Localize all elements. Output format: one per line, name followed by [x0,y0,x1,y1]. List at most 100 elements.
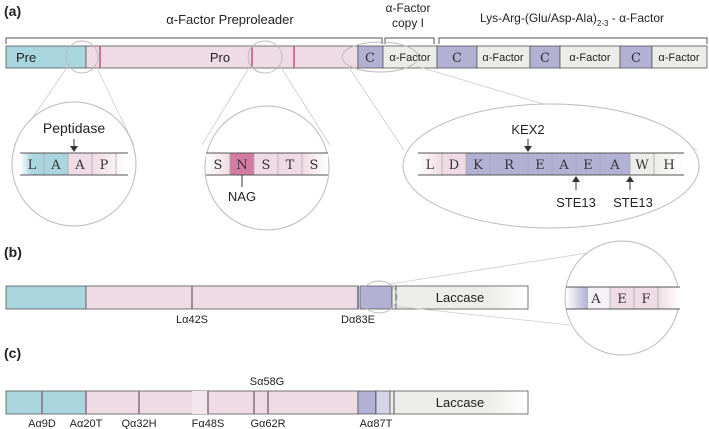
mutation-label-top-c: Sα58G [250,376,285,388]
mutation-label-c: Aα87T [360,418,393,429]
zoom-source-peptidase [65,40,99,74]
peptidase-arrowhead [70,146,78,152]
residue-box [528,153,552,175]
nag-label: NAG [228,189,256,204]
kex2-arrowhead [524,146,532,152]
residue-letter: L [28,158,37,173]
mutation-label-b: Lα42S [176,314,208,326]
construct-bar-c: Laccase [5,390,529,415]
residue-letter: W [635,158,649,173]
panel-label-a: (a) [4,3,21,19]
residue-letter: P [100,158,109,173]
residue-letter: E [617,292,627,307]
residue-letter: T [286,158,295,173]
ste13-arrowhead-1 [572,176,580,182]
residue-box [68,153,92,175]
af-label-1: α-Factor [389,52,431,64]
zoom-source-b [360,280,398,314]
residue-letter: D [449,158,459,173]
residue-box [442,153,466,175]
residue-box [552,153,576,175]
residue-box [466,153,490,175]
c-label-4: C [631,51,641,66]
residue-box [302,153,328,175]
mutation-label-c: Fα48S [192,418,225,429]
header-copy-line1: α-Factor [386,1,431,15]
residue-box [566,287,588,309]
c-label-2: C [452,51,462,66]
af-label-2: α-Factor [482,52,524,64]
residue-letter: S [310,158,319,173]
zoom-glycosylation: S N S T S NAG [204,105,330,231]
residue-letter: L [426,158,435,173]
mutation-label-c: Aα9D [28,418,56,429]
bracket-repeat [438,37,708,44]
kex2-label: KEX2 [511,122,544,137]
residue-letter: A [590,292,601,307]
laccase-segment-c [389,390,529,415]
pro-segment-c [85,390,359,415]
residue-box [588,287,610,309]
mutation-highlight-c [192,391,208,414]
bracket-preproleader [5,37,383,44]
pre-label: Pre [16,50,36,65]
residue-box [658,287,680,309]
zoom-connectors-b [389,250,601,326]
residue-box [600,153,630,175]
header-copy-line2: copy I [392,16,424,30]
residue-letter: E [583,158,593,173]
residue-letter: A [558,158,569,173]
mutation-label-b: Dα83E [341,314,375,326]
residue-box [654,153,684,175]
header-repeat: Lys-Arg-(Glu/Asp-Ala)2-3 - α-Factor [480,11,664,28]
zoom-kex2: KEX2 L D K R E A E A [402,103,700,229]
residue-letter: N [236,158,247,173]
c-label-1: C [365,51,375,66]
laccase-segment-b [391,285,529,310]
residue-letter: A [609,158,620,173]
residue-box [634,287,658,309]
c-segment-c [357,390,377,415]
zoom-source-kex [341,41,419,73]
residue-letter: R [504,158,515,173]
panel-label-b: (b) [4,244,22,260]
residue-box [278,153,302,175]
residue-box-nag [230,153,254,175]
alpha-preproleader-bar: Pre Pro C α-Factor C α-Factor C α-Factor… [5,45,708,69]
residue-box [490,153,528,175]
pre-segment-c [5,390,87,415]
pro-segment-b [85,285,359,310]
bracket-copy [384,37,435,44]
residue-letter: K [473,158,483,173]
residue-letter: A [74,158,85,173]
residue-box [630,153,654,175]
laccase-label-b: Laccase [436,290,484,305]
residue-letter: S [214,158,223,173]
residue-box [418,153,442,175]
zoom-aef: A E F [564,240,680,356]
zoom-peptidase: Peptidase L A A P [11,101,137,227]
panel-label-c: (c) [4,345,21,361]
pre-segment-b [5,285,87,310]
laccase-label-c: Laccase [436,395,484,410]
ste13-label-1: STE13 [556,195,596,210]
residue-box [206,153,230,175]
pro-label: Pro [210,50,230,65]
residue-box [44,153,68,175]
residue-letter: S [262,158,271,173]
residue-box [610,287,634,309]
residue-letter: A [50,158,61,173]
residue-box [254,153,278,175]
zoom-source-glyco [247,40,283,74]
construct-bar-b: Laccase [5,285,529,310]
af-label-4: α-Factor [658,52,700,64]
af-label-3: α-Factor [569,52,611,64]
alpha-factor-4 [651,45,708,69]
c-segment-b [359,285,393,310]
mutation-label-c: Aα20T [70,418,103,429]
residue-letter: F [641,292,650,307]
header-preproleader: α-Factor Preproleader [166,12,294,27]
residue-box [20,153,44,175]
residue-box [92,153,128,175]
